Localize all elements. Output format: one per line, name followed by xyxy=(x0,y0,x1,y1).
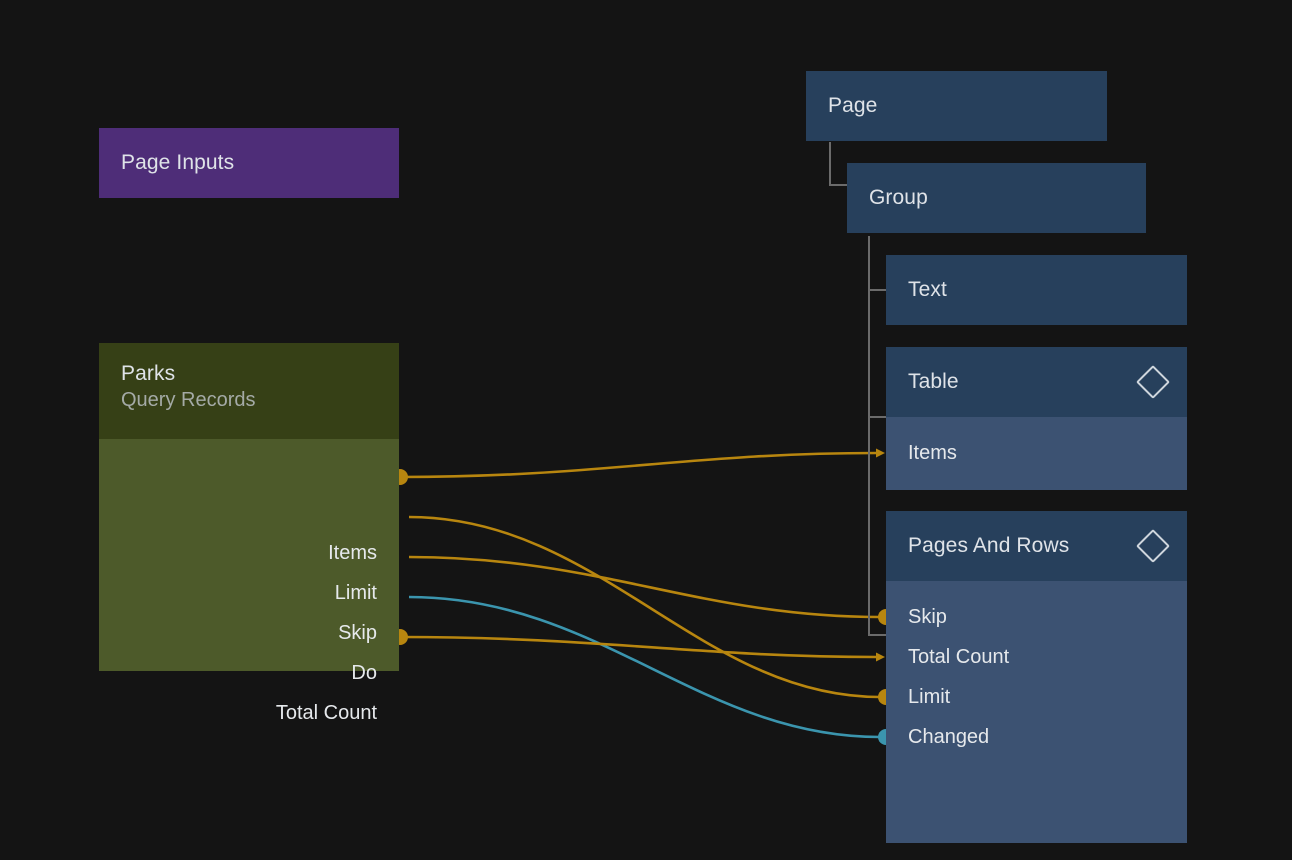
port-parks-limit-label: Limit xyxy=(334,581,377,604)
link-parks-totalcount-to-pagesandrows-totalcount xyxy=(399,635,885,662)
port-parks-do-label: Do xyxy=(351,661,377,684)
port-table-items-label: Items xyxy=(908,441,957,464)
node-table-header[interactable]: Table xyxy=(886,347,1187,417)
node-page[interactable]: Page xyxy=(806,71,1107,141)
node-table-body: Items xyxy=(886,417,1187,490)
link-pagesandrows-limit-to-parks-limit xyxy=(408,515,888,702)
port-table-items[interactable]: Items xyxy=(908,433,957,473)
node-group[interactable]: Group xyxy=(847,163,1146,233)
node-parks-header[interactable]: Parks Query Records xyxy=(99,343,399,439)
port-pagesandrows-changed-label: Changed xyxy=(908,725,990,748)
port-pagesandrows-skip-label: Skip xyxy=(908,605,947,628)
port-parks-total-count[interactable]: Total Count xyxy=(276,693,377,733)
link-pagesandrows-changed-to-parks-do xyxy=(408,595,888,742)
diamond-icon[interactable] xyxy=(1136,365,1170,399)
diamond-icon[interactable] xyxy=(1136,529,1170,563)
node-page-inputs-header[interactable]: Page Inputs xyxy=(99,128,399,198)
port-parks-do[interactable]: Do xyxy=(351,653,377,693)
port-parks-limit[interactable]: Limit xyxy=(335,573,377,613)
node-parks-body: Items Limit Skip Do Total Count xyxy=(99,439,399,724)
node-group-title: Group xyxy=(869,186,928,209)
node-parks[interactable]: Parks Query Records Items Limit Skip Do … xyxy=(99,343,399,724)
port-pagesandrows-total-count[interactable]: Total Count xyxy=(908,637,1009,677)
node-pages-and-rows-body: Skip Total Count Limit Changed xyxy=(886,581,1187,843)
port-pagesandrows-total-count-label: Total Count xyxy=(908,645,1010,668)
port-pagesandrows-limit-label: Limit xyxy=(908,685,951,708)
link-parks-items-to-table-items xyxy=(399,448,885,479)
port-pagesandrows-skip[interactable]: Skip xyxy=(908,597,947,637)
port-parks-skip[interactable]: Skip xyxy=(338,613,377,653)
link-pagesandrows-skip-to-parks-skip xyxy=(408,555,888,622)
node-parks-subtitle: Query Records xyxy=(121,389,256,411)
node-pages-and-rows-title: Pages And Rows xyxy=(908,534,1070,557)
node-page-inputs[interactable]: Page Inputs xyxy=(99,128,399,198)
node-text-header[interactable]: Text xyxy=(886,255,1187,325)
node-text-title: Text xyxy=(908,278,947,301)
node-page-inputs-title: Page Inputs xyxy=(121,151,235,174)
node-group-header[interactable]: Group xyxy=(847,163,1146,233)
port-parks-items[interactable]: Items xyxy=(328,533,377,573)
port-pagesandrows-limit[interactable]: Limit xyxy=(908,677,950,717)
tree-line-group-trunk xyxy=(868,236,886,636)
port-parks-skip-label: Skip xyxy=(338,621,377,644)
port-pagesandrows-changed[interactable]: Changed xyxy=(908,717,989,757)
port-parks-total-count-label: Total Count xyxy=(275,701,377,724)
node-pages-and-rows-header[interactable]: Pages And Rows xyxy=(886,511,1187,581)
node-pages-and-rows[interactable]: Pages And Rows Skip Total Count Limit Ch… xyxy=(886,511,1187,843)
node-page-title: Page xyxy=(828,94,878,117)
node-text[interactable]: Text xyxy=(886,255,1187,325)
port-parks-items-label: Items xyxy=(328,541,377,564)
node-table-title: Table xyxy=(908,370,959,393)
node-table[interactable]: Table Items xyxy=(886,347,1187,490)
node-page-header[interactable]: Page xyxy=(806,71,1107,141)
tree-line-page-to-group xyxy=(829,142,847,186)
node-parks-title: Parks xyxy=(121,362,176,385)
